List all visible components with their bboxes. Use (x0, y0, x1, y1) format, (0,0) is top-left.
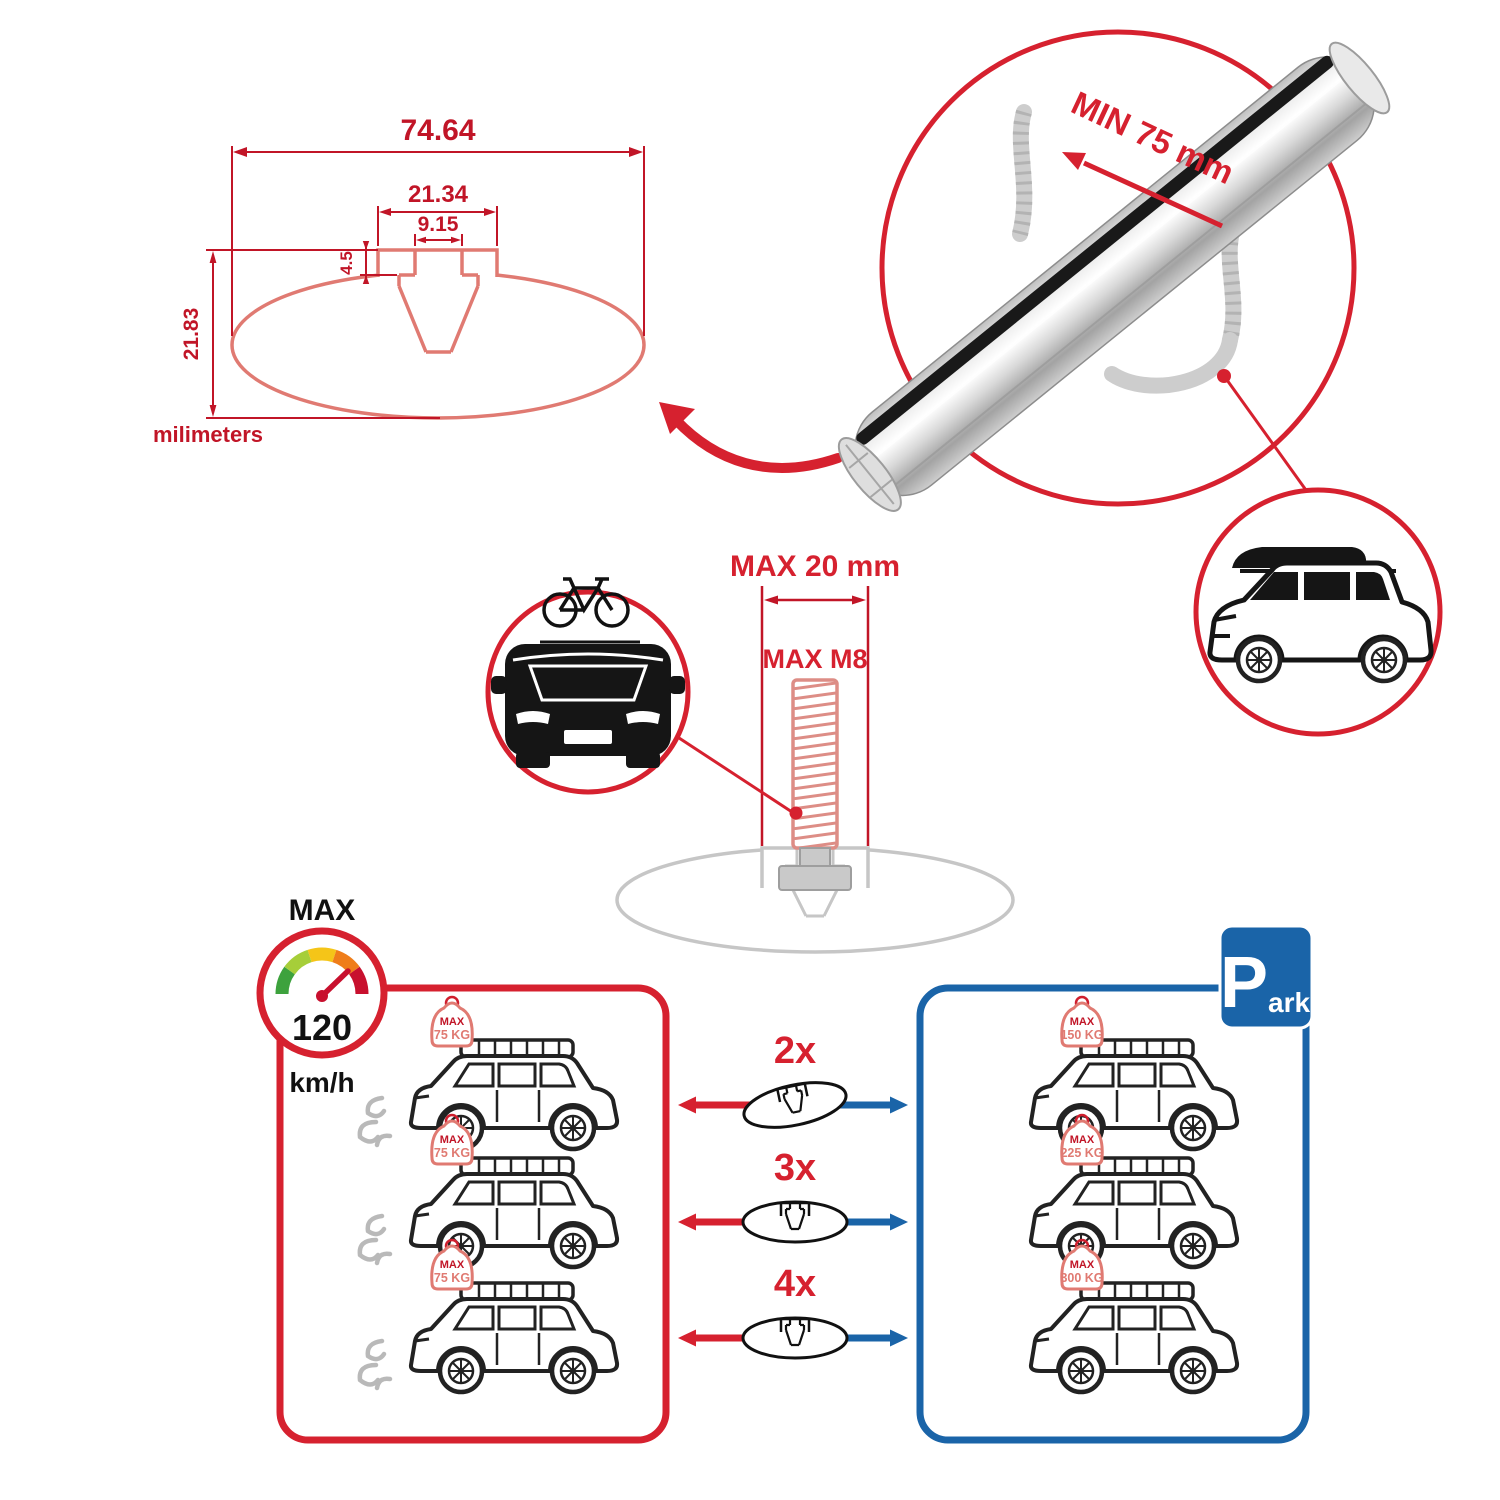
left-headlight (516, 711, 550, 724)
rubber-strip (856, 55, 1334, 445)
bar-to-section-arrow (659, 402, 843, 473)
bar-detail-circle: MIN 75 mm (837, 29, 1391, 519)
comparison-panel: MAX 120 km/h P ark (256, 894, 1314, 1444)
detail-circle-outline (879, 29, 1357, 507)
bar-count-rows: 2x 3x 4x (678, 1030, 908, 1360)
bolt-max-width-label: MAX 20 mm (730, 550, 900, 583)
badge-max-label: MAX (1070, 1016, 1095, 1028)
units-label: milimeters (153, 422, 263, 447)
lip-depth-value: 4.5 (337, 251, 356, 275)
badge-kg-value: 75 KG (434, 1028, 470, 1042)
aluminum-bar (837, 41, 1391, 512)
suv-roofbox-circle (1193, 487, 1443, 737)
parking-icon (1218, 924, 1314, 1030)
right-mirror (669, 676, 685, 694)
drive-badge-1: MAX 75 KG (430, 995, 474, 1048)
parking-suffix: ark (1268, 987, 1310, 1018)
bar-count-2: 3x (774, 1147, 816, 1189)
speed-limit-badge: MAX 120 km/h (256, 894, 388, 1098)
right-headlight (626, 711, 660, 724)
gauge-arcs (275, 947, 369, 995)
right-arrowhead (890, 1213, 908, 1231)
bolt-gauge-lines (760, 586, 870, 846)
badge-kg-value: 150 KG (1060, 1028, 1103, 1042)
gauge-needle (319, 968, 351, 999)
badge-max-label: MAX (1070, 1259, 1095, 1271)
right-arrowhead (890, 1329, 908, 1347)
car-front-circle (485, 577, 691, 795)
park-badge-1: MAX 150 KG (1060, 995, 1104, 1048)
min-span-arrow (1062, 152, 1224, 229)
slot-outer-width-value: 21.34 (408, 181, 469, 208)
speed-max-title: MAX (289, 894, 356, 927)
park-badge-2: MAX 225 KG (1060, 1113, 1104, 1166)
badge-max-label: MAX (440, 1134, 465, 1146)
park-badge-3: MAX 300 KG (1060, 1238, 1104, 1291)
strap-point-dot (1217, 369, 1231, 383)
dimension-lines (206, 146, 645, 419)
bar-count-1: 2x (774, 1030, 816, 1072)
total-height-value: 21.83 (180, 308, 203, 361)
badge-kg-value: 300 KG (1060, 1271, 1103, 1285)
bolt-gauge-arrowheads (764, 595, 866, 605)
parking-letter: P (1220, 943, 1268, 1023)
bolt-diagram: MAX 20 mm MAX M8 (615, 550, 1015, 954)
badge-kg-value: 75 KG (434, 1146, 470, 1160)
right-arrowhead (890, 1096, 908, 1114)
bike-icon (542, 577, 630, 628)
speed-value: 120 (292, 1007, 352, 1048)
profile-ellipse (230, 270, 646, 420)
profile-slot-block (376, 248, 499, 277)
car-to-bolt-connector (675, 734, 793, 814)
t-bolt-icon (778, 678, 852, 891)
left-arrowhead (678, 1213, 696, 1231)
badge-max-label: MAX (440, 1259, 465, 1271)
dimension-arrowheads (209, 147, 643, 417)
arrowhead (659, 402, 695, 434)
car-front-icon (491, 640, 685, 768)
speed-units: km/h (289, 1067, 354, 1098)
drive-badge-3: MAX 75 KG (430, 1238, 474, 1291)
cross-section-diagram: 74.64 21.34 9.15 4.5 21.83 milimeters (153, 114, 646, 447)
bolt-max-thread-label: MAX M8 (762, 644, 867, 674)
left-arrowhead (678, 1096, 696, 1114)
badge-kg-value: 75 KG (434, 1271, 470, 1285)
left-arrowhead (678, 1329, 696, 1347)
parking-sign: P ark (1218, 924, 1314, 1030)
driving-cars: MAX 75 KG MAX 75 KG MAX 75 KG (360, 995, 617, 1392)
profile-t-slot (397, 250, 480, 354)
left-mirror (491, 676, 507, 694)
slot-inner-width-value: 9.15 (418, 213, 459, 236)
drive-badge-2: MAX 75 KG (430, 1113, 474, 1166)
parked-cars: MAX 150 KG MAX 225 KG MAX 300 KG (1031, 995, 1237, 1392)
bar-far-cap (1328, 41, 1391, 115)
badge-max-label: MAX (440, 1016, 465, 1028)
suv-roofbox-icon (1207, 547, 1434, 681)
bar-count-3: 4x (774, 1263, 816, 1305)
plate (564, 730, 612, 744)
badge-kg-value: 225 KG (1060, 1146, 1103, 1160)
badge-max-label: MAX (1070, 1134, 1095, 1146)
bolt-point-dot (789, 806, 803, 820)
total-width-value: 74.64 (400, 114, 475, 147)
